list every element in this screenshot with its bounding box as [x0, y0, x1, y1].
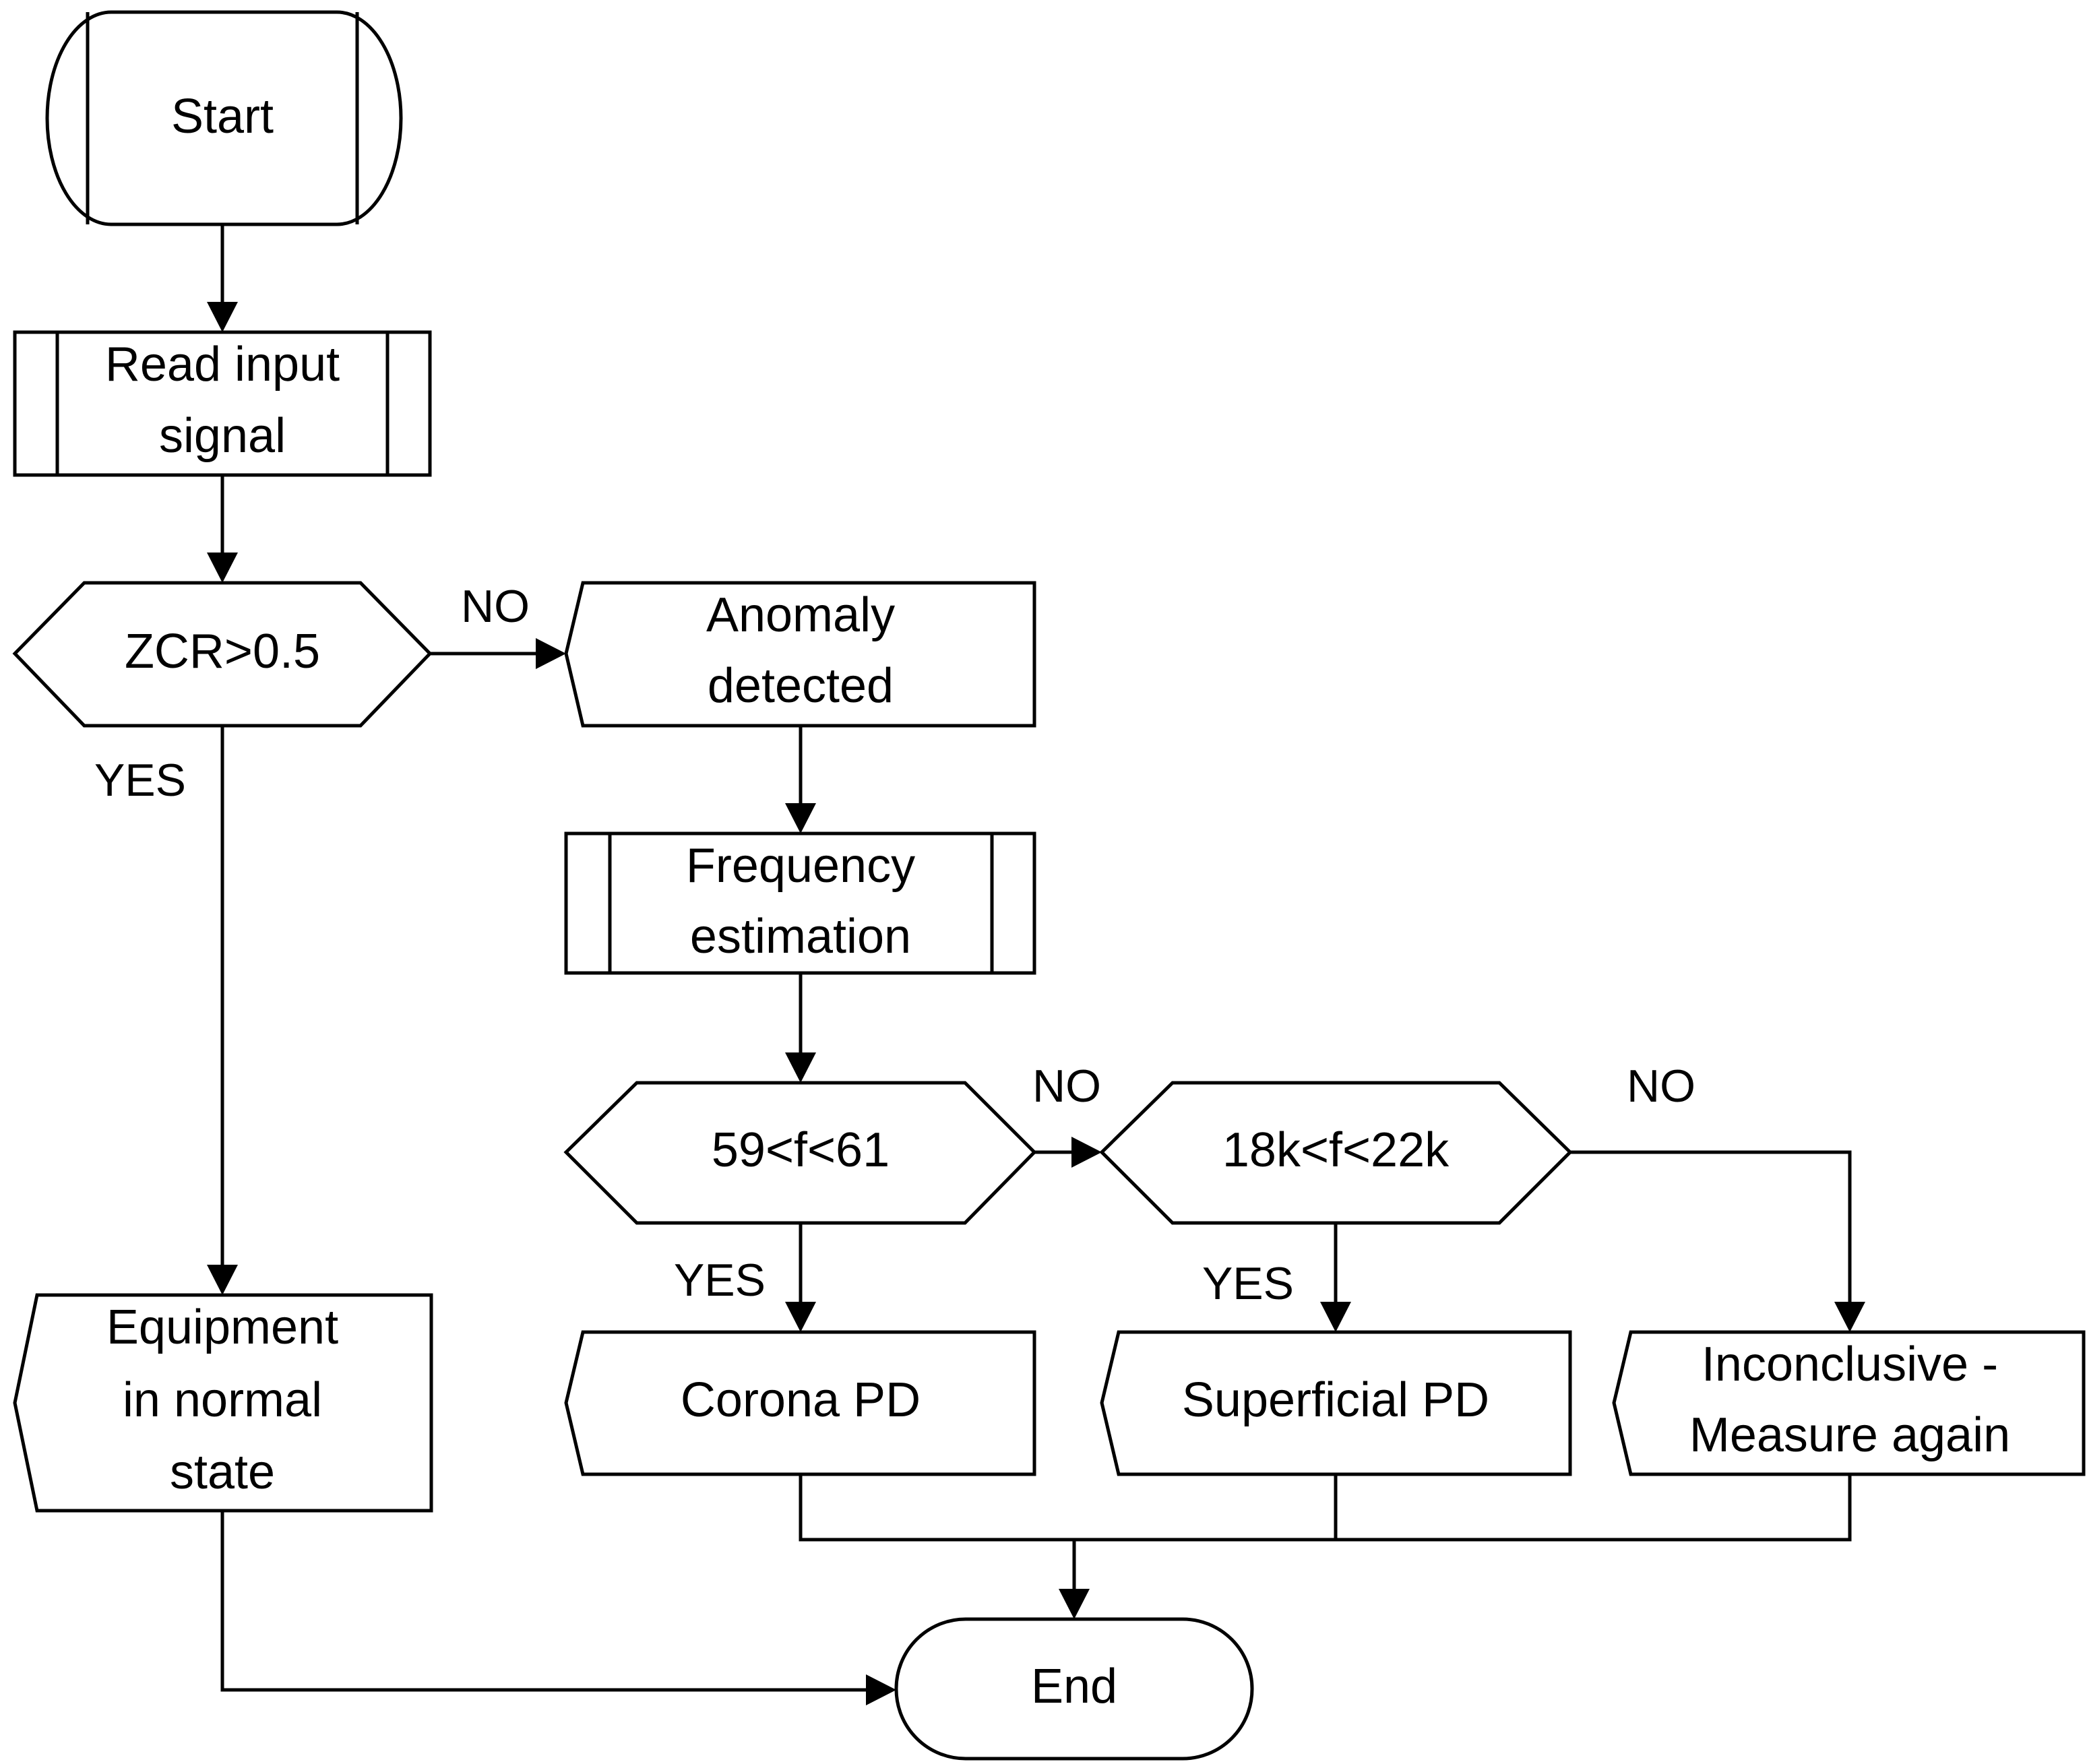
zcr-decision-node: ZCR>0.5	[12, 581, 433, 728]
corona-pd-node: Corona PD	[564, 1330, 1036, 1476]
inconclusive-node: Inconclusive - Measure again	[1612, 1330, 2086, 1476]
arrow-zcr-anomaly	[536, 638, 566, 669]
decision-18k-22k-label: 18k<f<22k	[1222, 1123, 1450, 1177]
anomaly-line-2: detected	[708, 659, 894, 713]
edge-label-18k-no: NO	[1627, 1061, 1695, 1112]
connectors	[207, 224, 1865, 1705]
frequency-estimation-line-2: estimation	[690, 910, 911, 964]
arrow-zcr-normal	[207, 1265, 238, 1295]
arrow-freq-dec59	[785, 1052, 816, 1083]
read-input-line-1: Read input	[105, 338, 340, 391]
anomaly-line-1: Anomaly	[706, 588, 895, 642]
edge-label-zcr-no: NO	[461, 581, 530, 632]
arrow-read-zcr	[207, 553, 238, 583]
arrow-start-read	[207, 302, 238, 332]
arrow-dec18k-inconclusive	[1834, 1302, 1865, 1332]
read-input-line-2: signal	[159, 409, 286, 463]
connector-dec18k-inconclusive	[1570, 1150, 1852, 1303]
inconclusive-line-2: Measure again	[1689, 1408, 2010, 1462]
frequency-estimation-line-1: Frequency	[686, 839, 915, 893]
start-node: Start	[45, 10, 403, 226]
arrow-anomaly-freq	[785, 803, 816, 833]
connector-normal-end	[220, 1511, 867, 1692]
arrow-normal-end	[866, 1674, 896, 1705]
normal-state-line-2: in normal	[123, 1373, 322, 1427]
decision-18k-22k-node: 18k<f<22k	[1099, 1081, 1573, 1225]
start-label: Start	[171, 90, 274, 144]
arrow-dec18k-superficial	[1320, 1302, 1351, 1332]
decision-59-61-label: 59<f<61	[712, 1123, 890, 1177]
edge-label-59-no: NO	[1032, 1061, 1101, 1112]
edge-label-zcr-yes: YES	[94, 755, 186, 806]
zcr-decision-label: ZCR>0.5	[125, 625, 320, 679]
edge-label-18k-yes: YES	[1202, 1258, 1294, 1309]
connector-results-merge	[799, 1474, 1852, 1542]
normal-state-line-1: Equipment	[106, 1300, 338, 1354]
arrow-dec59-dec18k	[1071, 1137, 1102, 1168]
edge-label-59-yes: YES	[674, 1255, 766, 1306]
corona-pd-label: Corona PD	[681, 1373, 921, 1427]
anomaly-node: Anomaly detected	[564, 581, 1036, 728]
arrow-dec59-corona	[785, 1302, 816, 1332]
normal-state-line-3: state	[170, 1445, 275, 1499]
superficial-pd-node: Superficial PD	[1100, 1330, 1572, 1476]
end-label: End	[1031, 1660, 1117, 1713]
edge-labels: NO YES NO YES NO YES	[94, 581, 1695, 1309]
frequency-estimation-node: Frequency estimation	[564, 831, 1036, 975]
arrow-merge-end	[1059, 1589, 1090, 1619]
read-input-node: Read input signal	[13, 330, 432, 477]
superficial-pd-label: Superficial PD	[1182, 1373, 1489, 1427]
inconclusive-line-1: Inconclusive -	[1702, 1337, 1998, 1391]
end-node: End	[894, 1617, 1254, 1761]
decision-59-61-node: 59<f<61	[563, 1081, 1037, 1225]
normal-state-node: Equipment in normal state	[13, 1293, 433, 1513]
